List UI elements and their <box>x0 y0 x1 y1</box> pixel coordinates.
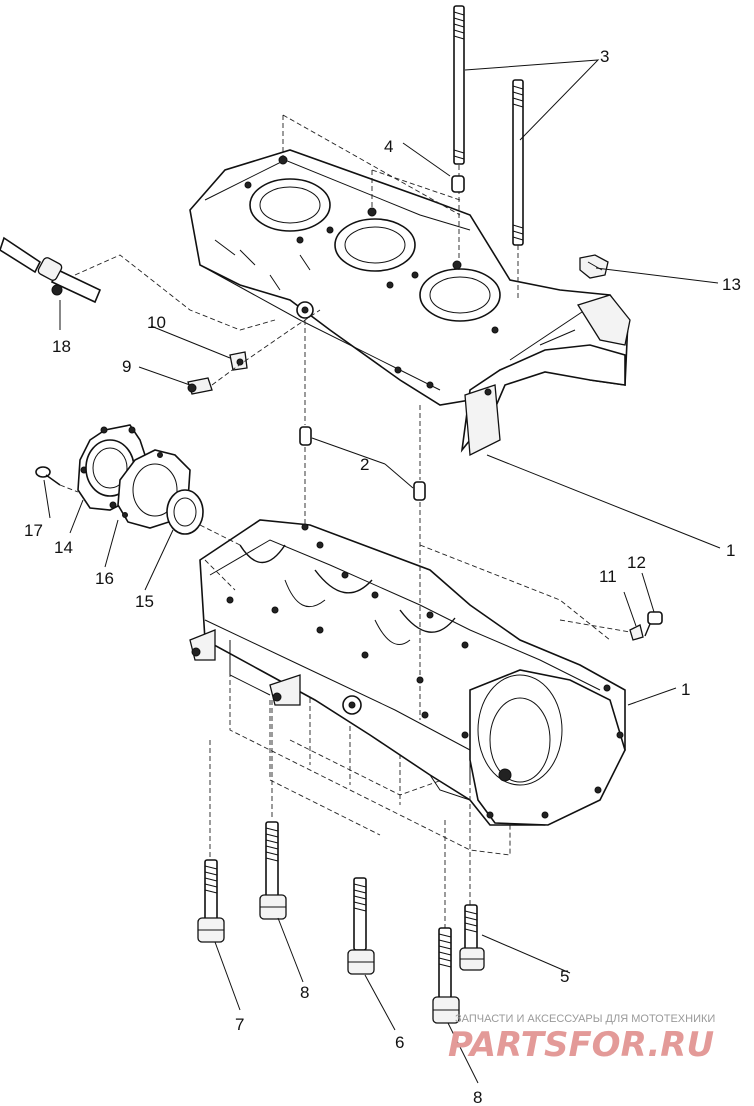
oil-seal <box>166 489 204 535</box>
callout-6: 6 <box>395 1033 404 1052</box>
dowel-pins <box>282 114 465 720</box>
misc-fasteners <box>559 254 663 641</box>
cylinder-studs <box>453 5 524 300</box>
callout-13: 13 <box>722 275 741 294</box>
dowel-4 <box>451 175 465 193</box>
stud-short <box>512 79 524 246</box>
callout-5: 5 <box>560 967 569 986</box>
callout-7: 7 <box>235 1015 244 1034</box>
dowel-2-left <box>299 426 312 446</box>
crankcase-bolts <box>197 700 485 1024</box>
stud-long <box>453 5 465 165</box>
bolt-12 <box>644 611 663 637</box>
callout-1-upper: 1 <box>726 541 735 560</box>
dowel-2-right <box>413 481 426 501</box>
callout-11: 11 <box>599 567 617 586</box>
callout-16: 16 <box>95 569 114 588</box>
callout-15: 15 <box>135 592 154 611</box>
leader-lines <box>43 59 721 1084</box>
callout-8-right: 8 <box>473 1088 482 1106</box>
callout-9: 9 <box>122 357 131 376</box>
lower-crankcase-half <box>189 519 626 856</box>
bolt-8-right <box>432 927 460 1024</box>
upper-crankcase-half <box>189 149 631 457</box>
bolt-8-left <box>259 821 287 920</box>
bolt-5 <box>459 904 485 971</box>
callout-10: 10 <box>147 313 166 332</box>
callout-1-lower: 1 <box>681 680 690 699</box>
callout-12: 12 <box>627 553 646 572</box>
callout-17: 17 <box>24 521 43 540</box>
watermark-logo: PARTSFOR.RU <box>448 1025 714 1065</box>
callout-4: 4 <box>384 137 393 156</box>
clip-13 <box>579 254 609 279</box>
callout-8-left: 8 <box>300 983 309 1002</box>
bolt-6 <box>347 877 375 975</box>
washer-11 <box>629 624 644 641</box>
oil-hose <box>0 236 42 274</box>
watermark: ЗАПЧАСТИ И АКСЕССУАРЫ ДЛЯ МОТОТЕХНИКИ PA… <box>448 1013 715 1065</box>
callout-18: 18 <box>52 337 71 356</box>
callout-3: 3 <box>600 47 609 66</box>
pto-seal-cover-assembly <box>35 424 241 591</box>
callout-labels: 3 4 13 18 10 9 2 1 11 12 1 17 14 16 15 5… <box>24 47 741 1106</box>
bolt-7 <box>197 859 225 943</box>
cover-screw <box>35 466 79 493</box>
callout-14: 14 <box>54 538 73 557</box>
watermark-tagline: ЗАПЧАСТИ И АКСЕССУАРЫ ДЛЯ МОТОТЕХНИКИ <box>455 1013 715 1025</box>
callout-2: 2 <box>360 455 369 474</box>
